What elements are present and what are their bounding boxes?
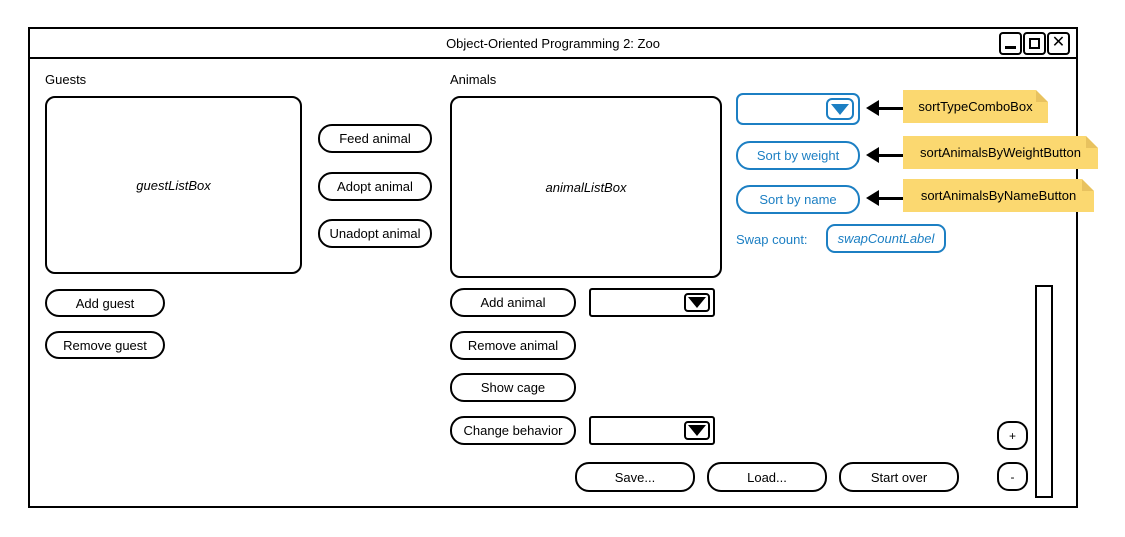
- sort-animals-by-name-button[interactable]: Sort by name: [736, 185, 860, 214]
- chevron-down-icon: [831, 103, 849, 115]
- sticky-fold-corner: [1086, 136, 1098, 148]
- change-behavior-button[interactable]: Change behavior: [450, 416, 576, 445]
- add-animal-combo-box[interactable]: [589, 288, 715, 317]
- callout-text: sortTypeComboBox: [918, 99, 1033, 114]
- sort-type-combo-arrow-box[interactable]: [826, 98, 854, 120]
- close-button[interactable]: ✕: [1047, 32, 1070, 55]
- add-animal-button[interactable]: Add animal: [450, 288, 576, 317]
- change-behavior-combo-box[interactable]: [589, 416, 715, 445]
- change-behavior-combo-arrow-box[interactable]: [684, 421, 710, 440]
- feed-animal-button[interactable]: Feed animal: [318, 124, 432, 153]
- chevron-down-icon: [688, 297, 706, 308]
- animal-list-box[interactable]: animalListBox: [450, 96, 722, 278]
- swap-count-value-field: swapCountLabel: [826, 224, 946, 253]
- swap-count-label: Swap count:: [736, 232, 808, 247]
- callout-text: sortAnimalsByNameButton: [920, 188, 1077, 203]
- window-title: Object-Oriented Programming 2: Zoo: [446, 35, 660, 51]
- minimize-icon: [1005, 45, 1016, 49]
- add-animal-combo-arrow-box[interactable]: [684, 293, 710, 312]
- callout-sort-type-combo-box: sortTypeComboBox: [903, 90, 1048, 123]
- maximize-icon: [1029, 38, 1040, 49]
- remove-guest-button[interactable]: Remove guest: [45, 331, 165, 359]
- zoom-in-button[interactable]: +: [997, 421, 1028, 450]
- callout-arrow-line-sort-name: [878, 197, 904, 200]
- sort-type-combo-box[interactable]: [736, 93, 860, 125]
- save-button[interactable]: Save...: [575, 462, 695, 492]
- adopt-animal-button[interactable]: Adopt animal: [318, 172, 432, 201]
- show-cage-button[interactable]: Show cage: [450, 373, 576, 402]
- callout-sort-animals-by-weight-button: sortAnimalsByWeightButton: [903, 136, 1098, 169]
- callout-arrow-line-sort-weight: [878, 154, 904, 157]
- guest-list-box[interactable]: guestListBox: [45, 96, 302, 274]
- start-over-button[interactable]: Start over: [839, 462, 959, 492]
- sticky-fold-corner: [1082, 179, 1094, 191]
- close-icon: ✕: [1051, 34, 1066, 51]
- sort-animals-by-weight-button[interactable]: Sort by weight: [736, 141, 860, 170]
- callout-sort-animals-by-name-button: sortAnimalsByNameButton: [903, 179, 1094, 212]
- vertical-scrollbar[interactable]: [1035, 285, 1053, 498]
- remove-animal-button[interactable]: Remove animal: [450, 331, 576, 360]
- unadopt-animal-button[interactable]: Unadopt animal: [318, 219, 432, 248]
- callout-text: sortAnimalsByWeightButton: [920, 145, 1081, 160]
- callout-arrow-head-sort-type: [866, 100, 879, 116]
- callout-arrow-head-sort-name: [866, 190, 879, 206]
- callout-arrow-head-sort-weight: [866, 147, 879, 163]
- callout-arrow-line-sort-type: [878, 107, 904, 110]
- guests-section-label: Guests: [45, 72, 87, 87]
- minimize-button[interactable]: [999, 32, 1022, 55]
- zoom-out-button[interactable]: -: [997, 462, 1028, 491]
- maximize-button[interactable]: [1023, 32, 1046, 55]
- chevron-down-icon: [688, 425, 706, 436]
- animals-section-label: Animals: [450, 72, 497, 87]
- add-guest-button[interactable]: Add guest: [45, 289, 165, 317]
- window-controls: ✕: [999, 32, 1070, 55]
- load-button[interactable]: Load...: [707, 462, 827, 492]
- title-bar[interactable]: Object-Oriented Programming 2: Zoo ✕: [28, 27, 1078, 59]
